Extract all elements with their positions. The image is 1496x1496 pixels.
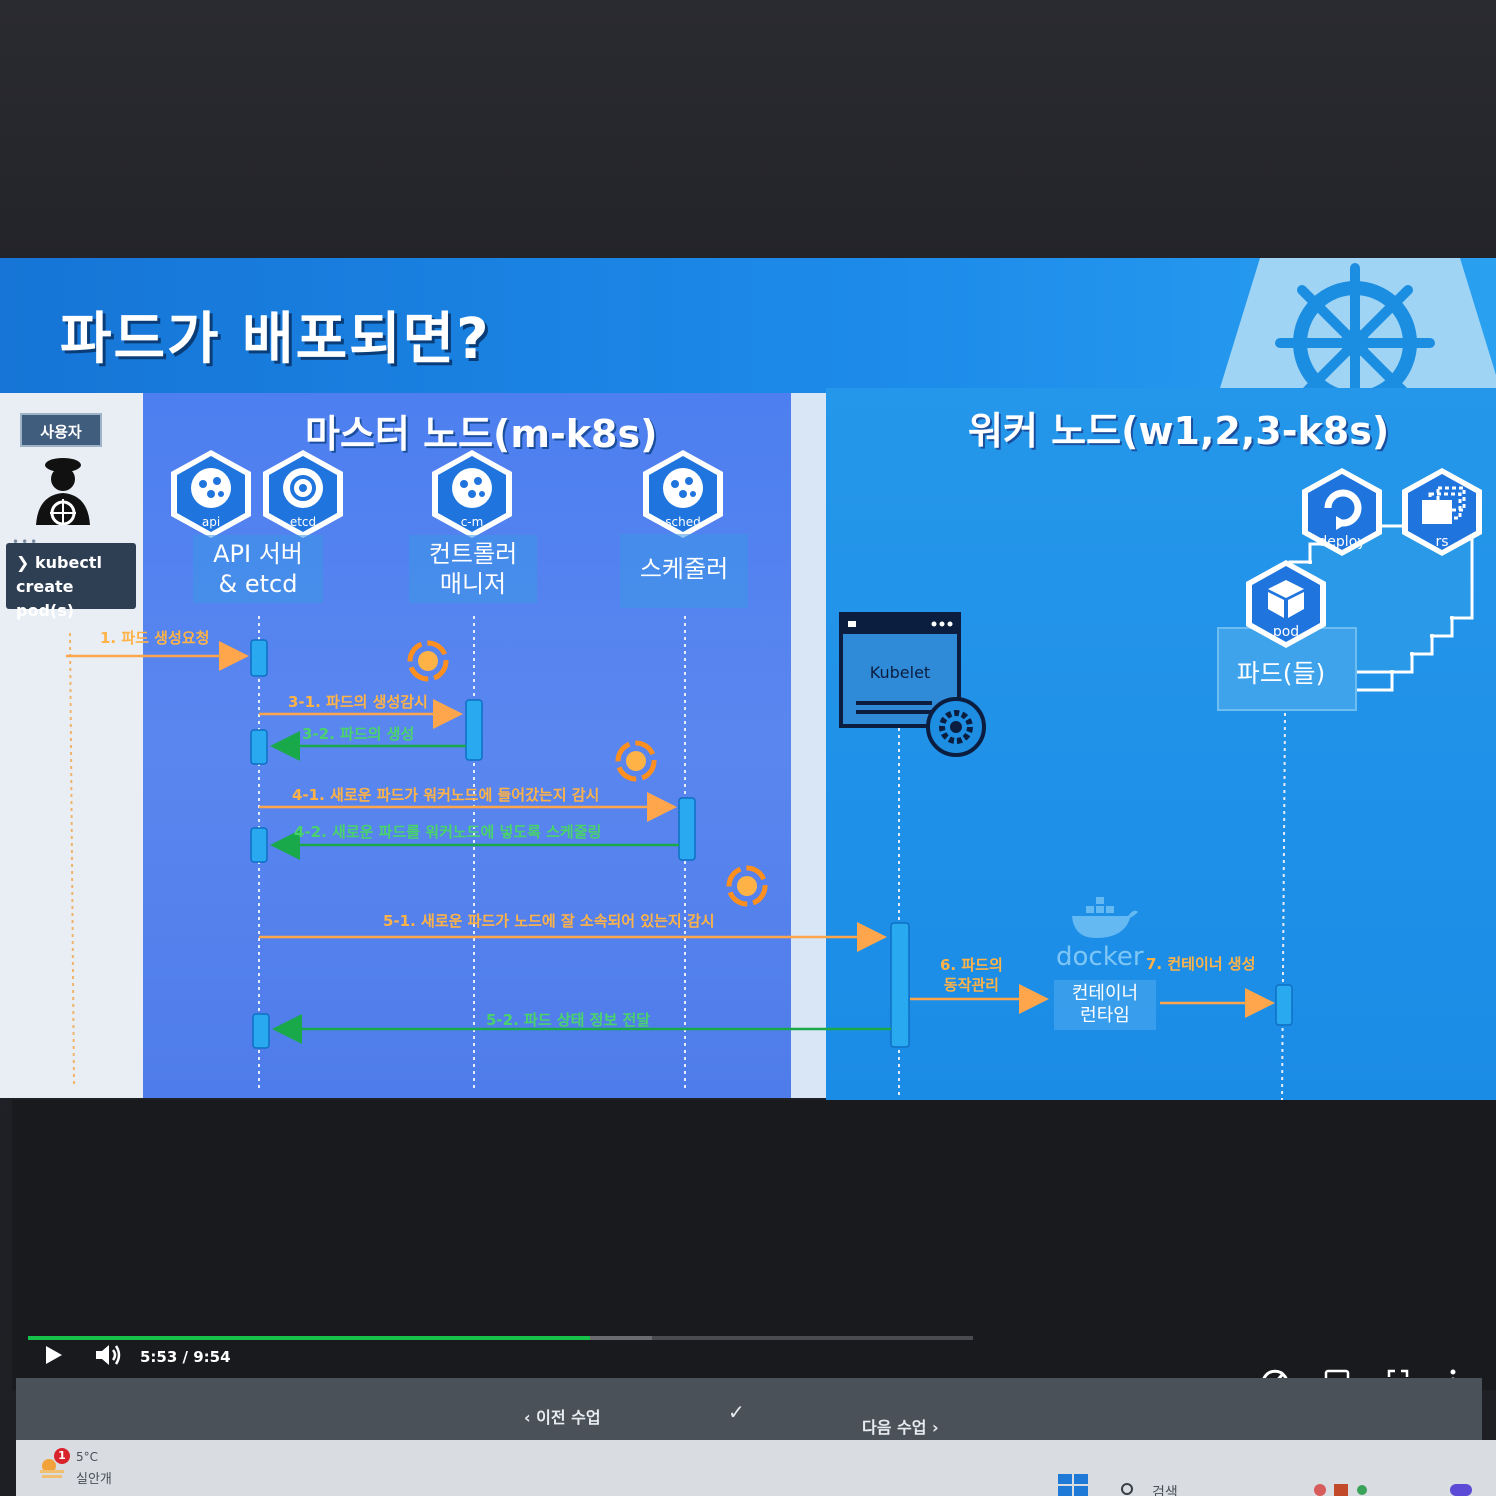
progress-played <box>28 1336 591 1340</box>
taskbar-search-label[interactable]: 검색 <box>1152 1485 1178 1496</box>
prompt-icon: ❯ <box>16 553 35 572</box>
windows-start-icon[interactable] <box>1058 1474 1088 1496</box>
user-icon <box>36 458 90 525</box>
next-lesson-label: 다음 수업 <box>862 1418 927 1437</box>
step-1-label: 1. 파드 생성요청 <box>100 629 210 647</box>
step-4-2-label: 4-2. 새로운 파드를 워커노드에 넣도록 스케줄링 <box>294 823 602 841</box>
fullscreen-icon[interactable] <box>1386 1368 1410 1392</box>
controller-manager-hex-icon: c-m <box>432 450 512 538</box>
scheduler-hex-icon: sched <box>643 450 723 538</box>
lecture-slide: 파드가 배포되면? 사용자 <box>0 258 1496 1108</box>
complete-check-icon[interactable]: ✓ <box>728 1400 745 1424</box>
step-4-1-label: 4-1. 새로운 파드가 워커노드에 들어갔는지 감시 <box>292 786 600 804</box>
tray-app-icons[interactable] <box>1312 1480 1372 1496</box>
docker-whale-icon <box>1072 897 1138 938</box>
step-7-label: 7. 컨테이너 생성 <box>1146 955 1256 973</box>
volume-icon[interactable] <box>94 1342 122 1368</box>
controller-label-line1: 컨트롤러 <box>428 540 518 568</box>
step-5-1-label: 5-1. 새로운 파드가 노드에 잘 소속되어 있는지 감시 <box>383 912 715 930</box>
play-icon[interactable] <box>42 1344 64 1366</box>
api-server-label-line1: API 서버 <box>213 540 303 568</box>
kubernetes-logo-icon <box>1220 258 1496 388</box>
next-lesson-button[interactable]: 다음 수업 › <box>862 1414 939 1438</box>
lesson-navigation: ‹ 이전 수업 ✓ 다음 수업 › <box>16 1378 1482 1444</box>
user-label: 사용자 <box>20 413 102 447</box>
docker-logo-text: docker <box>1056 942 1144 972</box>
pod-hex-label: pod <box>1273 624 1299 640</box>
step-6-line1: 6. 파드의 <box>940 956 1003 974</box>
chevron-right-icon: › <box>926 1418 939 1437</box>
controller-label-line2: 매니저 <box>439 570 507 598</box>
prev-lesson-button[interactable]: ‹ 이전 수업 <box>524 1404 601 1428</box>
api-server-label-line2: & etcd <box>218 570 298 598</box>
chat-icon[interactable] <box>1446 1480 1476 1496</box>
step-6-line2: 동작관리 <box>943 976 999 994</box>
sched-hex-label: sched <box>665 515 700 529</box>
runtime-label-line1: 컨테이너 <box>1071 983 1139 1004</box>
video-player: 5:53 / 9:54 <box>12 1100 1496 1392</box>
rs-hex-label: rs <box>1435 534 1448 550</box>
api-server-label: API 서버 & etcd <box>193 535 323 603</box>
runtime-label-line2: 런타임 <box>1080 1005 1130 1026</box>
prev-lesson-label: 이전 수업 <box>536 1408 601 1427</box>
deploy-hex-label: deploy <box>1318 534 1365 550</box>
pod-hex-icon: pod <box>1246 560 1326 648</box>
kubectl-command-line1: kubectl <box>34 553 102 572</box>
pods-label: 파드(들) <box>1236 659 1326 688</box>
progress-bar[interactable] <box>28 1336 973 1340</box>
search-icon[interactable] <box>1120 1482 1138 1496</box>
container-runtime-box: 컨테이너 런타임 <box>1054 980 1156 1030</box>
weather-temperature: 5°C <box>76 1450 99 1464</box>
scheduler-label: 스케줄러 <box>620 534 748 608</box>
api-hex-label: api <box>202 515 220 529</box>
kubelet-icon: Kubelet <box>839 612 986 757</box>
panel-divider <box>791 393 826 1098</box>
controller-manager-label: 컨트롤러 매니저 <box>409 535 537 603</box>
time-readout: 5:53 / 9:54 <box>140 1348 231 1366</box>
deploy-hex-icon: deploy <box>1302 468 1382 556</box>
etcd-hex-label: etcd <box>290 515 316 529</box>
slide-header: 파드가 배포되면? <box>0 258 1496 393</box>
kubelet-label: Kubelet <box>870 663 930 682</box>
notification-badge: 1 <box>54 1448 70 1464</box>
step-6-label: 6. 파드의 동작관리 <box>940 955 1003 995</box>
master-node-title: 마스터 노드(m-k8s) <box>305 412 658 456</box>
rs-hex-icon: rs <box>1402 468 1482 556</box>
slide-title: 파드가 배포되면? <box>60 307 491 372</box>
kubectl-command: ❯ kubectl create pod(s) <box>6 543 136 620</box>
api-hex-icon: api <box>171 450 251 538</box>
step-3-1-label: 3-1. 파드의 생성감시 <box>288 693 428 711</box>
windows-taskbar: 1 5°C 실안개 검색 <box>16 1440 1496 1496</box>
weather-icon[interactable] <box>38 1456 66 1480</box>
weather-description: 실안개 <box>76 1472 112 1487</box>
worker-node-title: 워커 노드(w1,2,3-k8s) <box>968 409 1390 453</box>
etcd-hex-icon: etcd <box>263 450 343 538</box>
step-3-2-label: 3-2. 파드의 생성 <box>302 725 415 743</box>
kubectl-command-line2: create pod(s) <box>16 577 75 620</box>
cm-hex-label: c-m <box>461 515 484 529</box>
step-5-2-label: 5-2. 파드 상태 정보 전달 <box>486 1011 651 1029</box>
chevron-left-icon: ‹ <box>524 1408 537 1427</box>
user-column: 사용자 ••• ❯ kubectl create pod(s) <box>0 393 143 1098</box>
